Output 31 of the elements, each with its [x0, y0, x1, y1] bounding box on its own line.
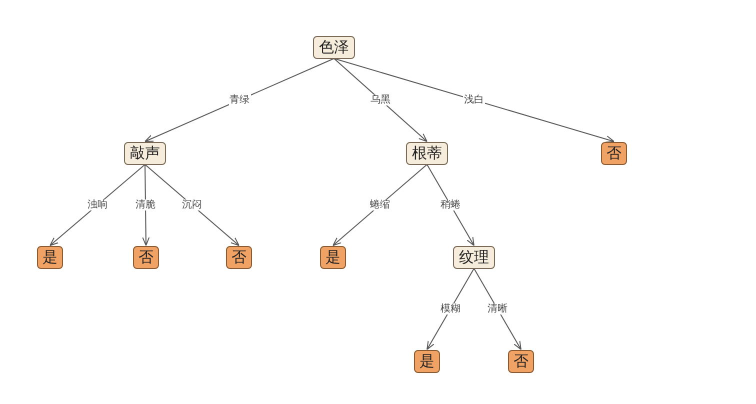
edge-label: 乌黑 — [370, 94, 392, 106]
arrow — [426, 268, 474, 350]
arrow — [144, 58, 334, 142]
decision-node: 敲声 — [124, 142, 166, 164]
leaf-node: 是 — [320, 246, 346, 268]
edge-label: 浅白 — [463, 94, 485, 106]
decision-node: 色泽 — [313, 36, 355, 58]
decision-node: 纹理 — [453, 246, 495, 268]
leaf-node: 否 — [601, 142, 627, 164]
arrow — [50, 164, 146, 246]
edge-label: 清脆 — [134, 200, 156, 210]
decision-node: 根蒂 — [406, 142, 448, 164]
leaf-node: 否 — [508, 350, 534, 372]
edge-label: 蜷缩 — [369, 200, 391, 210]
edge-label: 稍蜷 — [440, 200, 462, 210]
arrow — [334, 58, 428, 142]
leaf-node: 是 — [37, 246, 63, 268]
arrow — [142, 164, 150, 246]
arrow — [426, 164, 474, 246]
leaf-node: 否 — [226, 246, 252, 268]
arrow — [144, 164, 240, 246]
leaf-node: 是 — [414, 350, 440, 372]
edge-label: 浊响 — [86, 200, 108, 210]
arrow — [332, 164, 428, 246]
arrow — [474, 268, 522, 350]
leaf-node: 否 — [133, 246, 159, 268]
edge-label: 模糊 — [440, 304, 462, 314]
edge-label: 清晰 — [486, 304, 508, 314]
arrow — [334, 58, 614, 143]
edge-label: 沉闷 — [181, 200, 203, 210]
edge-label: 青绿 — [228, 94, 250, 106]
